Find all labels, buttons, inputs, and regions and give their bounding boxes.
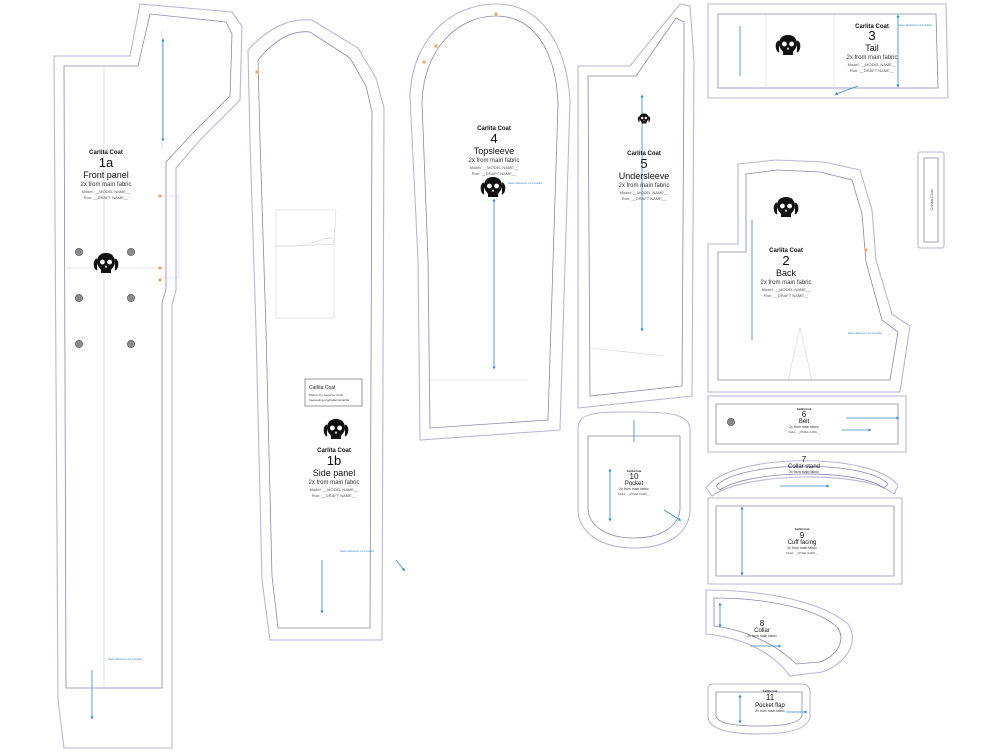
piece-cut-instruction: 2x from main fabric <box>308 480 359 486</box>
svg-text:2x from main fabric: 2x from main fabric <box>747 634 777 638</box>
svg-text:Carlita Coat: Carlita Coat <box>795 527 810 531</box>
piece-collar: 8 Collar 2x from main fabric <box>705 589 853 677</box>
piece-back: Carlita Coat 2 Back 2x from main fabric … <box>707 159 911 393</box>
svg-text:Collar stand: Collar stand <box>788 464 820 470</box>
svg-text:11: 11 <box>766 693 775 702</box>
piece-number: 3 <box>868 28 875 43</box>
piece-model: Model: __MODEL NAME__ <box>620 190 670 195</box>
piece-model: Model: __MODEL NAME__ <box>762 287 812 292</box>
svg-text:10: 10 <box>630 472 639 481</box>
piece-topsleeve: Carlita Coat 4 Topsleeve 2x from main fa… <box>409 3 571 441</box>
svg-text:Carlita Coat: Carlita Coat <box>627 469 642 473</box>
piece-cut-instruction: 2x from main fabric <box>80 182 131 188</box>
svg-text:2x from main fabric: 2x from main fabric <box>619 487 649 491</box>
seam-note: Seam allowance not included <box>898 23 932 27</box>
svg-text:2x from main fabric: 2x from main fabric <box>789 425 819 429</box>
svg-text:Pocket flap: Pocket flap <box>755 703 785 709</box>
pattern-title: Carlita Coat <box>477 126 511 132</box>
piece-name: Back <box>776 268 797 278</box>
svg-text:Carlita Coat: Carlita Coat <box>309 385 336 391</box>
svg-text:Carlita Coat: Carlita Coat <box>929 189 934 211</box>
piece-number: 1a <box>99 155 114 170</box>
svg-text:Belt: Belt <box>799 419 810 425</box>
pattern-title: Carlita Coat <box>317 448 351 454</box>
button-icon <box>75 340 83 348</box>
button-icon <box>127 294 135 302</box>
svg-text:Model: __MODEL NAME__: Model: __MODEL NAME__ <box>786 551 818 555</box>
svg-text:freesewing.org/patterns/carlit: freesewing.org/patterns/carlita <box>309 398 350 402</box>
button-icon <box>75 294 83 302</box>
piece-name: Front panel <box>83 170 129 180</box>
piece-run: Run: __DRAFT NAME__ <box>472 171 517 176</box>
piece-collar-stand: 7 Collar stand 2x from main fabric <box>705 455 899 497</box>
piece-run: Run: __DRAFT NAME__ <box>312 493 357 498</box>
pattern-title: Carlita Coat <box>855 24 889 30</box>
svg-text:Carlita Coat: Carlita Coat <box>797 407 812 411</box>
svg-text:Model: __MODEL NAME__: Model: __MODEL NAME__ <box>618 492 650 496</box>
piece-cut-instruction: 2x from main fabric <box>618 183 669 189</box>
piece-run: Run: __DRAFT NAME__ <box>764 293 809 298</box>
svg-text:2x from main fabric: 2x from main fabric <box>787 546 817 550</box>
piece-number: 2 <box>782 253 789 268</box>
button-icon <box>727 418 735 426</box>
pattern-title: Carlita Coat <box>769 248 803 254</box>
piece-model: Model: __MODEL NAME__ <box>848 62 898 67</box>
svg-text:9: 9 <box>800 531 805 540</box>
pattern-info-box: Carlita Coat Pattern by Joost De Cock fr… <box>304 378 363 407</box>
piece-pocket-flap: Carlita Coat 11 Pocket flap 2x from main… <box>707 683 811 735</box>
piece-cuff-facing: Carlita Coat 9 Cuff facing 2x from main … <box>707 497 903 585</box>
piece-number: 5 <box>640 156 647 171</box>
svg-text:Pattern by Joost De Cock: Pattern by Joost De Cock <box>309 393 344 397</box>
piece-name: Side panel <box>313 468 356 478</box>
svg-text:Pocket: Pocket <box>625 481 644 487</box>
button-icon <box>127 248 135 256</box>
seam-note: Seam allowance not included <box>508 181 542 185</box>
svg-text:Collar: Collar <box>754 628 770 634</box>
seam-note: Seam allowance not included <box>340 549 374 553</box>
pattern-title: Carlita Coat <box>627 151 661 157</box>
svg-text:Carlita Coat: Carlita Coat <box>763 689 778 693</box>
piece-cut-instruction: 2x from main fabric <box>846 55 897 61</box>
piece-undersleeve: Carlita Coat 5 Undersleeve 2x from main … <box>577 3 695 409</box>
svg-text:8: 8 <box>760 619 765 628</box>
seam-note: Seam allowance not included <box>848 331 882 335</box>
piece-number: 4 <box>490 131 497 146</box>
button-icon <box>75 248 83 256</box>
svg-text:2x from main fabric: 2x from main fabric <box>789 470 819 474</box>
piece-run: Run: __DRAFT NAME__ <box>84 195 129 200</box>
piece-run: Run: __DRAFT NAME__ <box>850 68 895 73</box>
piece-name: Undersleeve <box>619 171 670 181</box>
piece-front-panel: Carlita Coat 1a Front panel 2x from main… <box>53 3 243 749</box>
button-icon <box>127 340 135 348</box>
pattern-title: Carlita Coat <box>89 150 123 156</box>
svg-text:Model: __MODEL NAME__: Model: __MODEL NAME__ <box>788 430 820 434</box>
svg-text:6: 6 <box>802 410 807 419</box>
piece-side-panel: Carlita Coat Pattern by Joost De Cock fr… <box>247 19 405 641</box>
piece-cut-instruction: 2x from main fabric <box>468 158 519 164</box>
piece-pocket: Carlita Coat 10 Pocket 2x from main fabr… <box>577 411 691 549</box>
svg-text:2x from main fabric: 2x from main fabric <box>755 709 785 713</box>
piece-name: Topsleeve <box>474 146 515 156</box>
piece-run: Run: __DRAFT NAME__ <box>622 196 667 201</box>
piece-tail: Carlita Coat 3 Tail 2x from main fabric … <box>707 3 949 99</box>
piece-label-strip: Carlita Coat <box>917 151 945 249</box>
piece-model: Model: __MODEL NAME__ <box>310 487 360 492</box>
seam-note: Seam allowance not included <box>108 657 142 661</box>
piece-belt: Carlita Coat 6 Belt 2x from main fabric … <box>707 395 907 453</box>
svg-text:Cuff facing: Cuff facing <box>788 540 817 546</box>
piece-number: 1b <box>327 453 341 468</box>
svg-text:7: 7 <box>802 455 807 464</box>
piece-model: Model: __MODEL NAME__ <box>82 189 132 194</box>
piece-model: Model: __MODEL NAME__ <box>470 165 520 170</box>
piece-cut-instruction: 2x from main fabric <box>760 280 811 286</box>
piece-name: Tail <box>865 43 879 53</box>
